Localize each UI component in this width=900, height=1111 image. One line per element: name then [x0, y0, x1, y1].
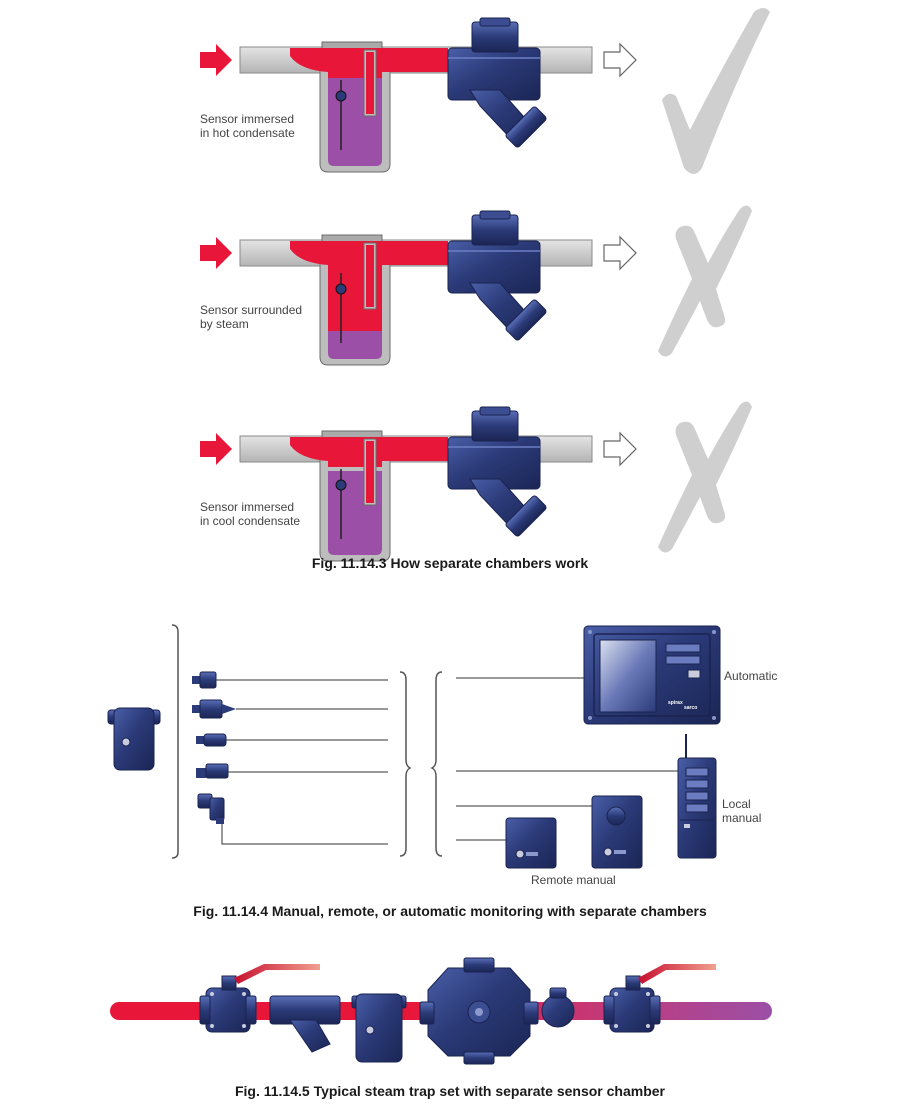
outlet-arrow-2	[603, 235, 637, 271]
sensor-head-2	[335, 283, 347, 295]
outlet-arrow-1	[603, 42, 637, 78]
ball-valve-outlet	[603, 964, 716, 1033]
remote-manual-label: Remote manual	[531, 873, 616, 887]
condensate-2	[328, 331, 382, 359]
sensor-1	[192, 671, 388, 689]
panel3-label: Sensor immersed in cool condensate	[200, 500, 301, 528]
separate-chamber	[107, 707, 161, 771]
logo-line1: spirax	[668, 700, 683, 706]
fig-11-14-5-diagram	[110, 957, 772, 1065]
local-manual-meter	[677, 734, 717, 859]
separate-sensor-chamber	[351, 993, 407, 1063]
bracket-devices	[430, 671, 443, 857]
inlet-arrow-2	[200, 237, 232, 269]
trap-body-2	[447, 210, 548, 342]
sensor-4	[196, 763, 388, 779]
sensor-variants	[192, 671, 388, 845]
local-manual-label: Local manual	[722, 797, 762, 825]
fig5-caption: Fig. 11.14.5 Typical steam trap set with…	[234, 1083, 666, 1099]
fig-11-14-3-diagram	[200, 8, 770, 562]
cross-mark-icon-2	[658, 205, 752, 357]
panel1-label: Sensor immersed in hot condensate	[200, 112, 295, 140]
check-valve	[541, 987, 575, 1028]
bracket-sensors	[171, 624, 179, 859]
panel-1	[200, 8, 770, 174]
remote-manual-box-1	[505, 817, 557, 869]
sensor-2	[192, 699, 388, 719]
cross-mark-icon-3	[658, 401, 752, 553]
remote-manual-box-2	[591, 795, 643, 869]
automatic-monitor: spirax sarco	[583, 625, 721, 725]
inlet-arrow-1	[200, 44, 232, 76]
fig-11-14-4-diagram: spirax sarco	[107, 624, 721, 869]
strainer	[269, 995, 341, 1053]
sensor-head-3	[335, 479, 347, 491]
trap-body-3	[447, 406, 548, 538]
ball-valve-inlet	[199, 964, 320, 1033]
outlet-arrow-3	[603, 431, 637, 467]
panel-3	[200, 401, 752, 562]
inlet-arrow-3	[200, 433, 232, 465]
fig3-caption: Fig. 11.14.3 How separate chambers work	[311, 555, 589, 571]
trap-body-1	[447, 17, 548, 149]
logo-line2: sarco	[684, 705, 697, 711]
sensor-3	[196, 733, 388, 747]
panel-2	[200, 205, 752, 366]
fig4-caption: Fig. 11.14.4 Manual, remote, or automati…	[193, 903, 707, 919]
panel2-label: Sensor surrounded by steam	[200, 303, 303, 331]
sensor-head-1	[335, 90, 347, 102]
automatic-label: Automatic	[724, 669, 778, 683]
bracket-lines	[399, 671, 412, 857]
sensor-5	[197, 793, 388, 845]
check-mark-icon	[662, 8, 770, 174]
steam-trap	[419, 957, 539, 1065]
